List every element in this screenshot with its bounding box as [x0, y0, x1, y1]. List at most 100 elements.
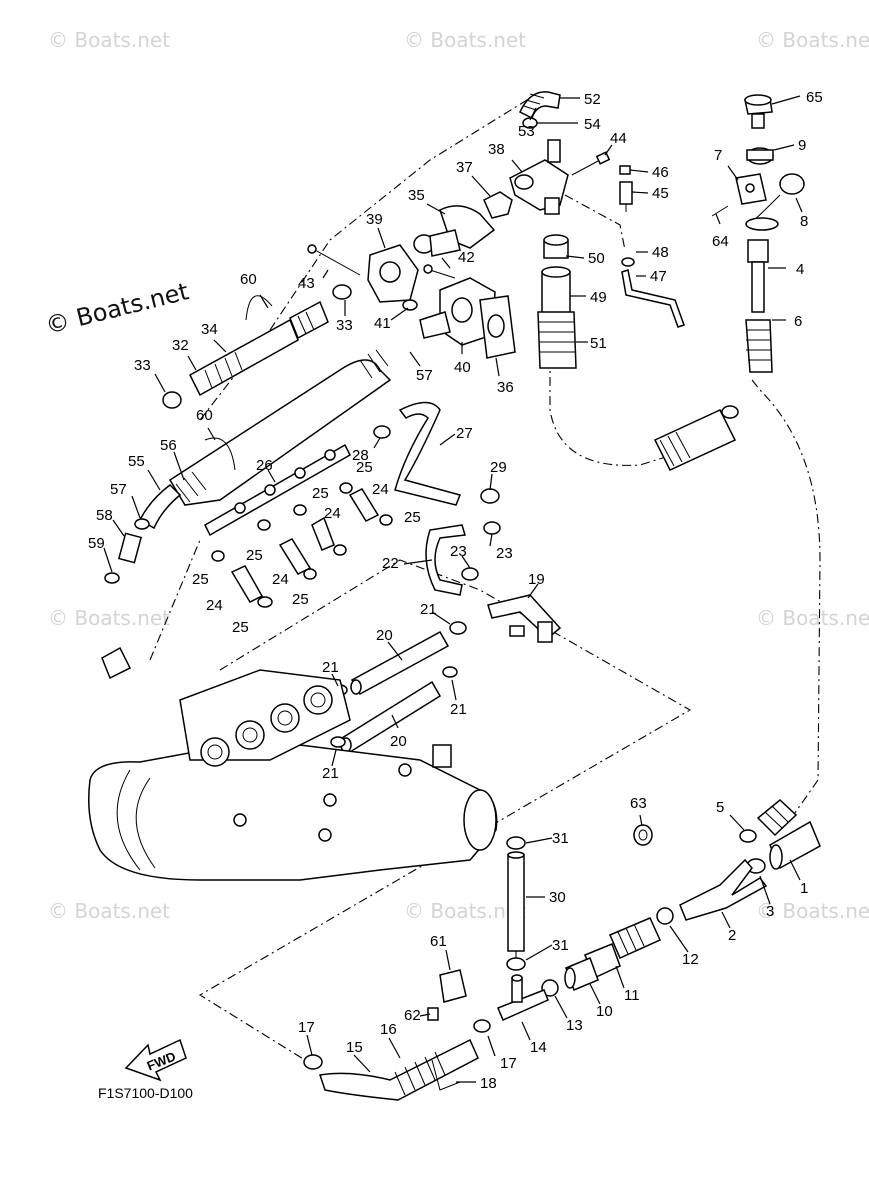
tube-20-upper	[350, 630, 450, 696]
callout-21: 21	[322, 765, 339, 782]
watermark: © Boats.net	[756, 899, 869, 923]
callout-23: 23	[496, 545, 513, 562]
callout-24: 24	[206, 597, 223, 614]
callout-22: 22	[382, 555, 399, 572]
callout-27: 27	[456, 425, 473, 442]
callout-16: 16	[380, 1021, 397, 1038]
callout-61: 61	[430, 933, 447, 950]
callout-65: 65	[806, 89, 823, 106]
callout-24: 24	[272, 571, 289, 588]
callout-41: 41	[374, 315, 391, 332]
callout-26: 26	[256, 457, 273, 474]
callout-54: 54	[584, 116, 601, 133]
callout-21: 21	[450, 701, 467, 718]
hose-5-end	[756, 799, 798, 837]
callout-11: 11	[624, 987, 640, 1004]
hose-51	[537, 311, 577, 369]
tube-49	[541, 266, 571, 315]
watermark: © Boats.net	[756, 28, 869, 52]
tube-30	[507, 851, 525, 952]
callout-34: 34	[201, 321, 218, 338]
hose-24-a	[230, 565, 264, 603]
caps-25	[211, 482, 393, 608]
fitting-48	[621, 257, 635, 267]
callout-53: 53	[518, 123, 535, 140]
callout-24: 24	[372, 481, 389, 498]
callouts: 52 53 54 44 46 45 38 37 35 39 43 42 33 6…	[88, 89, 823, 1092]
callout-8: 8	[800, 213, 808, 230]
callout-31: 31	[552, 937, 569, 954]
clip-12	[656, 907, 674, 925]
callout-60: 60	[240, 271, 257, 288]
callout-23: 23	[450, 543, 467, 560]
hose-47	[621, 269, 685, 328]
callout-3: 3	[766, 903, 774, 920]
watermark: © Boats.net	[404, 28, 526, 52]
callout-17: 17	[298, 1019, 315, 1036]
clip-28	[373, 425, 391, 439]
callout-37: 37	[456, 159, 473, 176]
diagram-code: F1S7100-D100	[98, 1085, 193, 1101]
bracket-7	[735, 173, 767, 205]
callout-38: 38	[488, 141, 505, 158]
callout-24: 24	[324, 505, 341, 522]
clip-17-right	[473, 1019, 491, 1033]
callout-48: 48	[652, 244, 669, 261]
clamp-41	[402, 299, 418, 311]
callout-13: 13	[566, 1017, 583, 1034]
grommet-63	[633, 824, 653, 846]
clip-23-a	[483, 521, 501, 535]
clip-29	[480, 488, 500, 504]
callout-45: 45	[652, 185, 669, 202]
hose-56	[168, 349, 392, 506]
callout-6: 6	[794, 313, 802, 330]
callout-47: 47	[650, 268, 667, 285]
y-joint-2	[679, 858, 768, 921]
callout-39: 39	[366, 211, 383, 228]
callout-42: 42	[458, 249, 475, 266]
watermark: © Boats.net	[404, 899, 526, 923]
hose-22	[425, 524, 466, 596]
callout-57: 57	[416, 367, 433, 384]
callout-20: 20	[390, 733, 407, 750]
callout-55: 55	[128, 453, 145, 470]
bolt-44	[571, 151, 611, 176]
hose-end-lower-left	[101, 646, 132, 680]
callout-18: 18	[480, 1075, 497, 1092]
gasket-36	[479, 295, 516, 359]
callout-62: 62	[404, 1007, 421, 1024]
callout-52: 52	[584, 91, 601, 108]
callout-40: 40	[454, 359, 471, 376]
hose-24-c	[311, 516, 335, 551]
hose-15-16	[319, 1038, 479, 1101]
callout-51: 51	[590, 335, 607, 352]
callout-17: 17	[500, 1055, 517, 1072]
watermark: © Boats.net	[48, 606, 170, 630]
housing-40	[419, 277, 496, 346]
callout-25: 25	[292, 591, 309, 608]
valve-35	[413, 205, 496, 257]
clamp-61	[439, 969, 467, 1003]
callout-25: 25	[404, 509, 421, 526]
callout-9: 9	[798, 137, 806, 154]
callout-1: 1	[800, 880, 808, 897]
callout-50: 50	[588, 250, 605, 267]
plug-46	[619, 165, 631, 175]
callout-29: 29	[490, 459, 507, 476]
callout-25: 25	[356, 459, 373, 476]
callout-31: 31	[552, 830, 569, 847]
nut-9	[746, 147, 774, 165]
hose-24-b	[278, 538, 312, 575]
callout-20: 20	[376, 627, 393, 644]
callout-15: 15	[346, 1039, 363, 1056]
clamp-33-upper	[332, 284, 352, 300]
callout-46: 46	[652, 164, 669, 181]
clip-17-left	[303, 1054, 323, 1070]
exhaust-manifold	[88, 669, 498, 881]
callout-60: 60	[196, 407, 213, 424]
callout-32: 32	[172, 337, 189, 354]
clip-57-left	[134, 518, 150, 530]
callout-14: 14	[530, 1039, 547, 1056]
rail-26	[204, 443, 351, 537]
leader-lines	[103, 95, 803, 1083]
